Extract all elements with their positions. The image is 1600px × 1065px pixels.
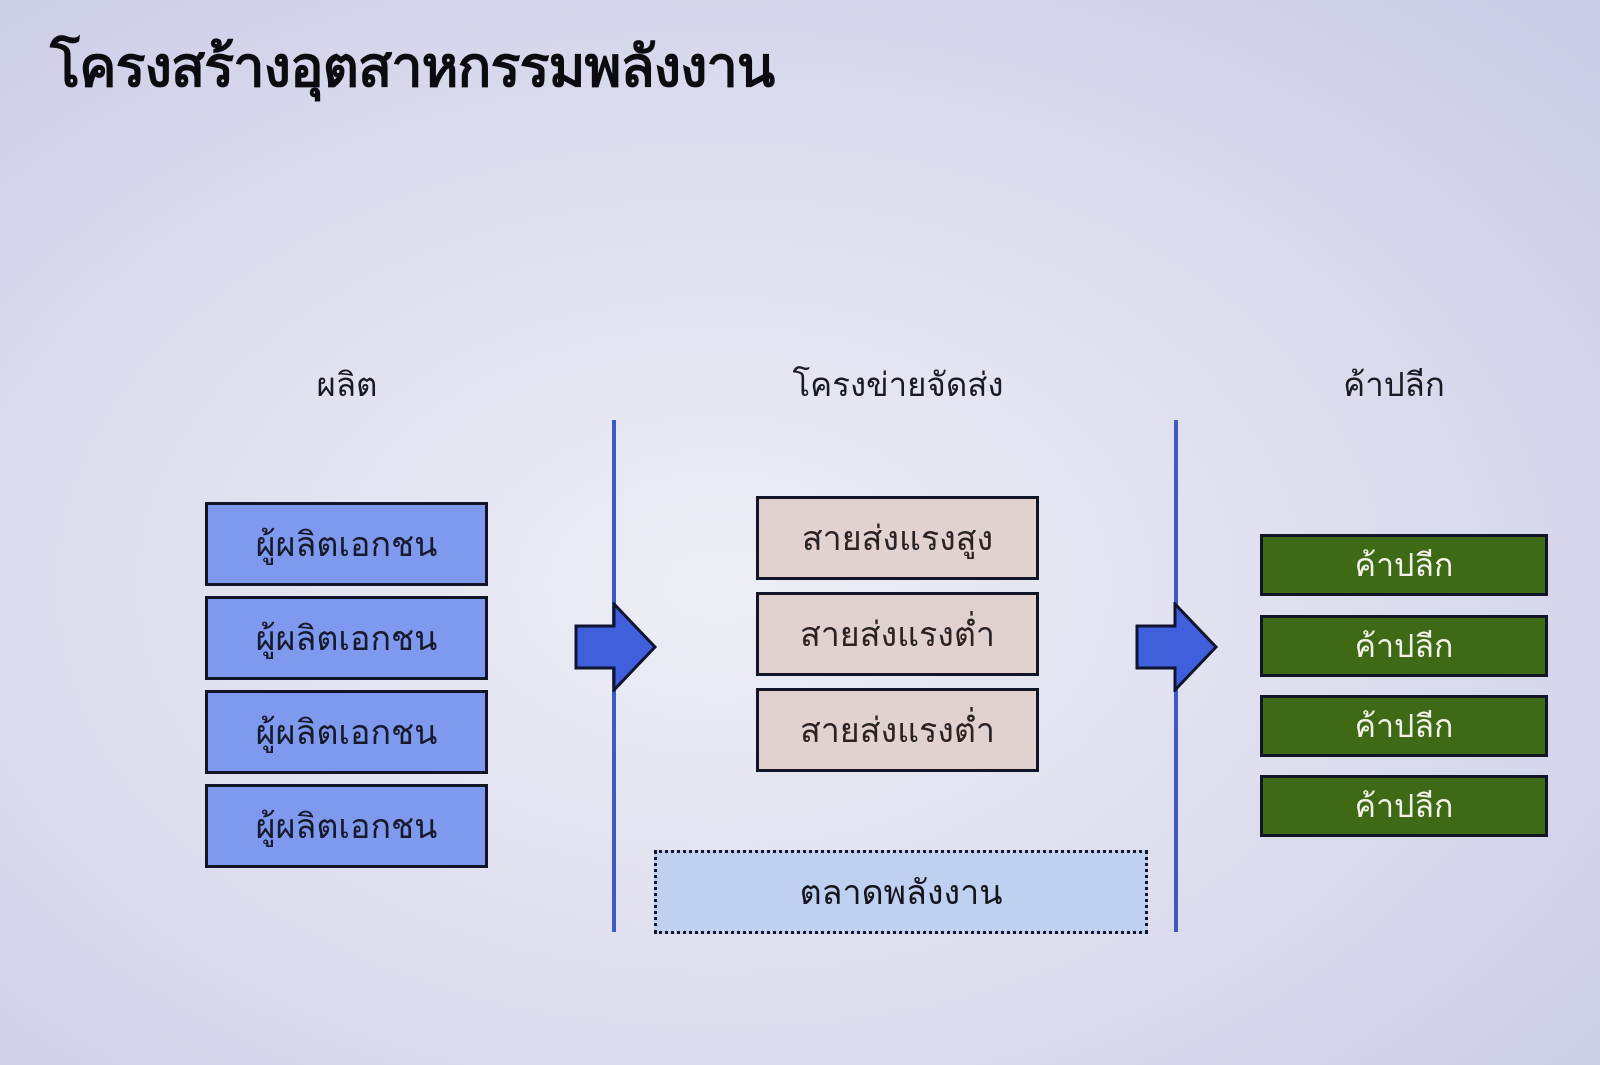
retail-box-1: ค้าปลีก [1260,534,1548,596]
retail-box-2: ค้าปลีก [1260,615,1548,677]
right-arrow-icon [574,602,658,692]
retail-box-3: ค้าปลีก [1260,695,1548,757]
header-retail: ค้าปลีก [1343,365,1445,404]
retail-box-4: ค้าปลีก [1260,775,1548,837]
transmission-box-low-voltage-2: สายส่งแรงต่ำ [756,688,1039,772]
producer-box-3: ผู้ผลิตเอกชน [205,690,488,774]
page-title: โครงสร้างอุตสาหกรรมพลังงาน [50,35,775,100]
energy-market-box: ตลาดพลังงาน [654,850,1148,934]
right-arrow-icon [1135,602,1219,692]
transmission-box-low-voltage-1: สายส่งแรงต่ำ [756,592,1039,676]
producer-box-2: ผู้ผลิตเอกชน [205,596,488,680]
producer-box-1: ผู้ผลิตเอกชน [205,502,488,586]
header-production: ผลิต [316,365,378,404]
producer-box-4: ผู้ผลิตเอกชน [205,784,488,868]
header-transmission: โครงข่ายจัดส่ง [792,365,1004,404]
transmission-box-high-voltage: สายส่งแรงสูง [756,496,1039,580]
